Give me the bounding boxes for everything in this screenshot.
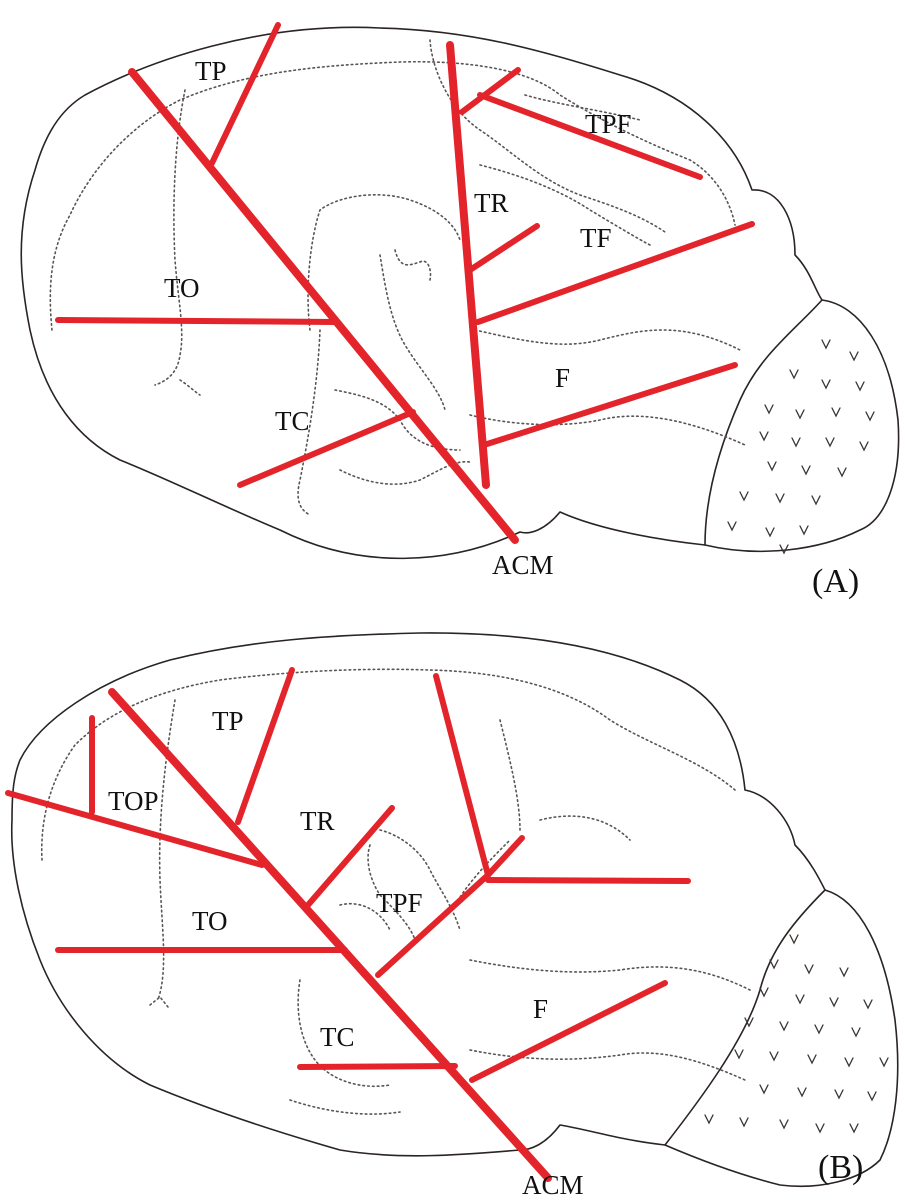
label-acm-b: ACM	[522, 1170, 584, 1200]
label-tpf-b: TPF	[376, 888, 423, 918]
branch-tp-a	[212, 25, 278, 163]
label-tp-b: TP	[212, 706, 244, 736]
label-tf-a: TF	[580, 223, 612, 253]
branch-tr-a	[470, 226, 537, 270]
branch-tpf-up-b	[436, 676, 488, 875]
branch-f-a	[484, 365, 735, 445]
panel-a: TP TPF TR TF TO F TC ACM (A)	[21, 25, 898, 600]
branch-tpf-front-b	[488, 880, 688, 881]
arteries-a	[58, 25, 752, 540]
label-tc-a: TC	[275, 406, 310, 436]
label-to-a: TO	[164, 273, 200, 303]
branch-tp-b	[238, 670, 292, 822]
label-to-b: TO	[192, 906, 228, 936]
label-f-b: F	[533, 994, 548, 1024]
label-tr-b: TR	[300, 806, 335, 836]
cerebellum-folia-b	[705, 935, 888, 1132]
label-top-b: TOP	[108, 786, 159, 816]
branch-tc-a	[240, 412, 413, 485]
arteries-b	[8, 670, 688, 1178]
label-tr-a: TR	[474, 188, 509, 218]
panel-label-b: (B)	[818, 1149, 863, 1186]
cerebellum-folia-a	[728, 340, 874, 553]
branch-to-a	[58, 320, 335, 322]
label-tc-b: TC	[320, 1022, 355, 1052]
branch-f-b	[472, 983, 665, 1080]
panel-b: TP TOP TR TPF TO F TC ACM (B)	[8, 633, 898, 1200]
branch-tc-b	[300, 1066, 455, 1067]
label-tpf-a: TPF	[585, 109, 632, 139]
cerebellum-border-a	[705, 300, 822, 545]
acm-trunk-b	[112, 692, 548, 1178]
label-f-a: F	[555, 363, 570, 393]
sulci-a	[50, 40, 745, 515]
panel-label-a: (A)	[812, 563, 859, 600]
brain-outline-b	[12, 633, 898, 1186]
label-tp-a: TP	[195, 56, 227, 86]
label-acm-a: ACM	[492, 550, 554, 580]
